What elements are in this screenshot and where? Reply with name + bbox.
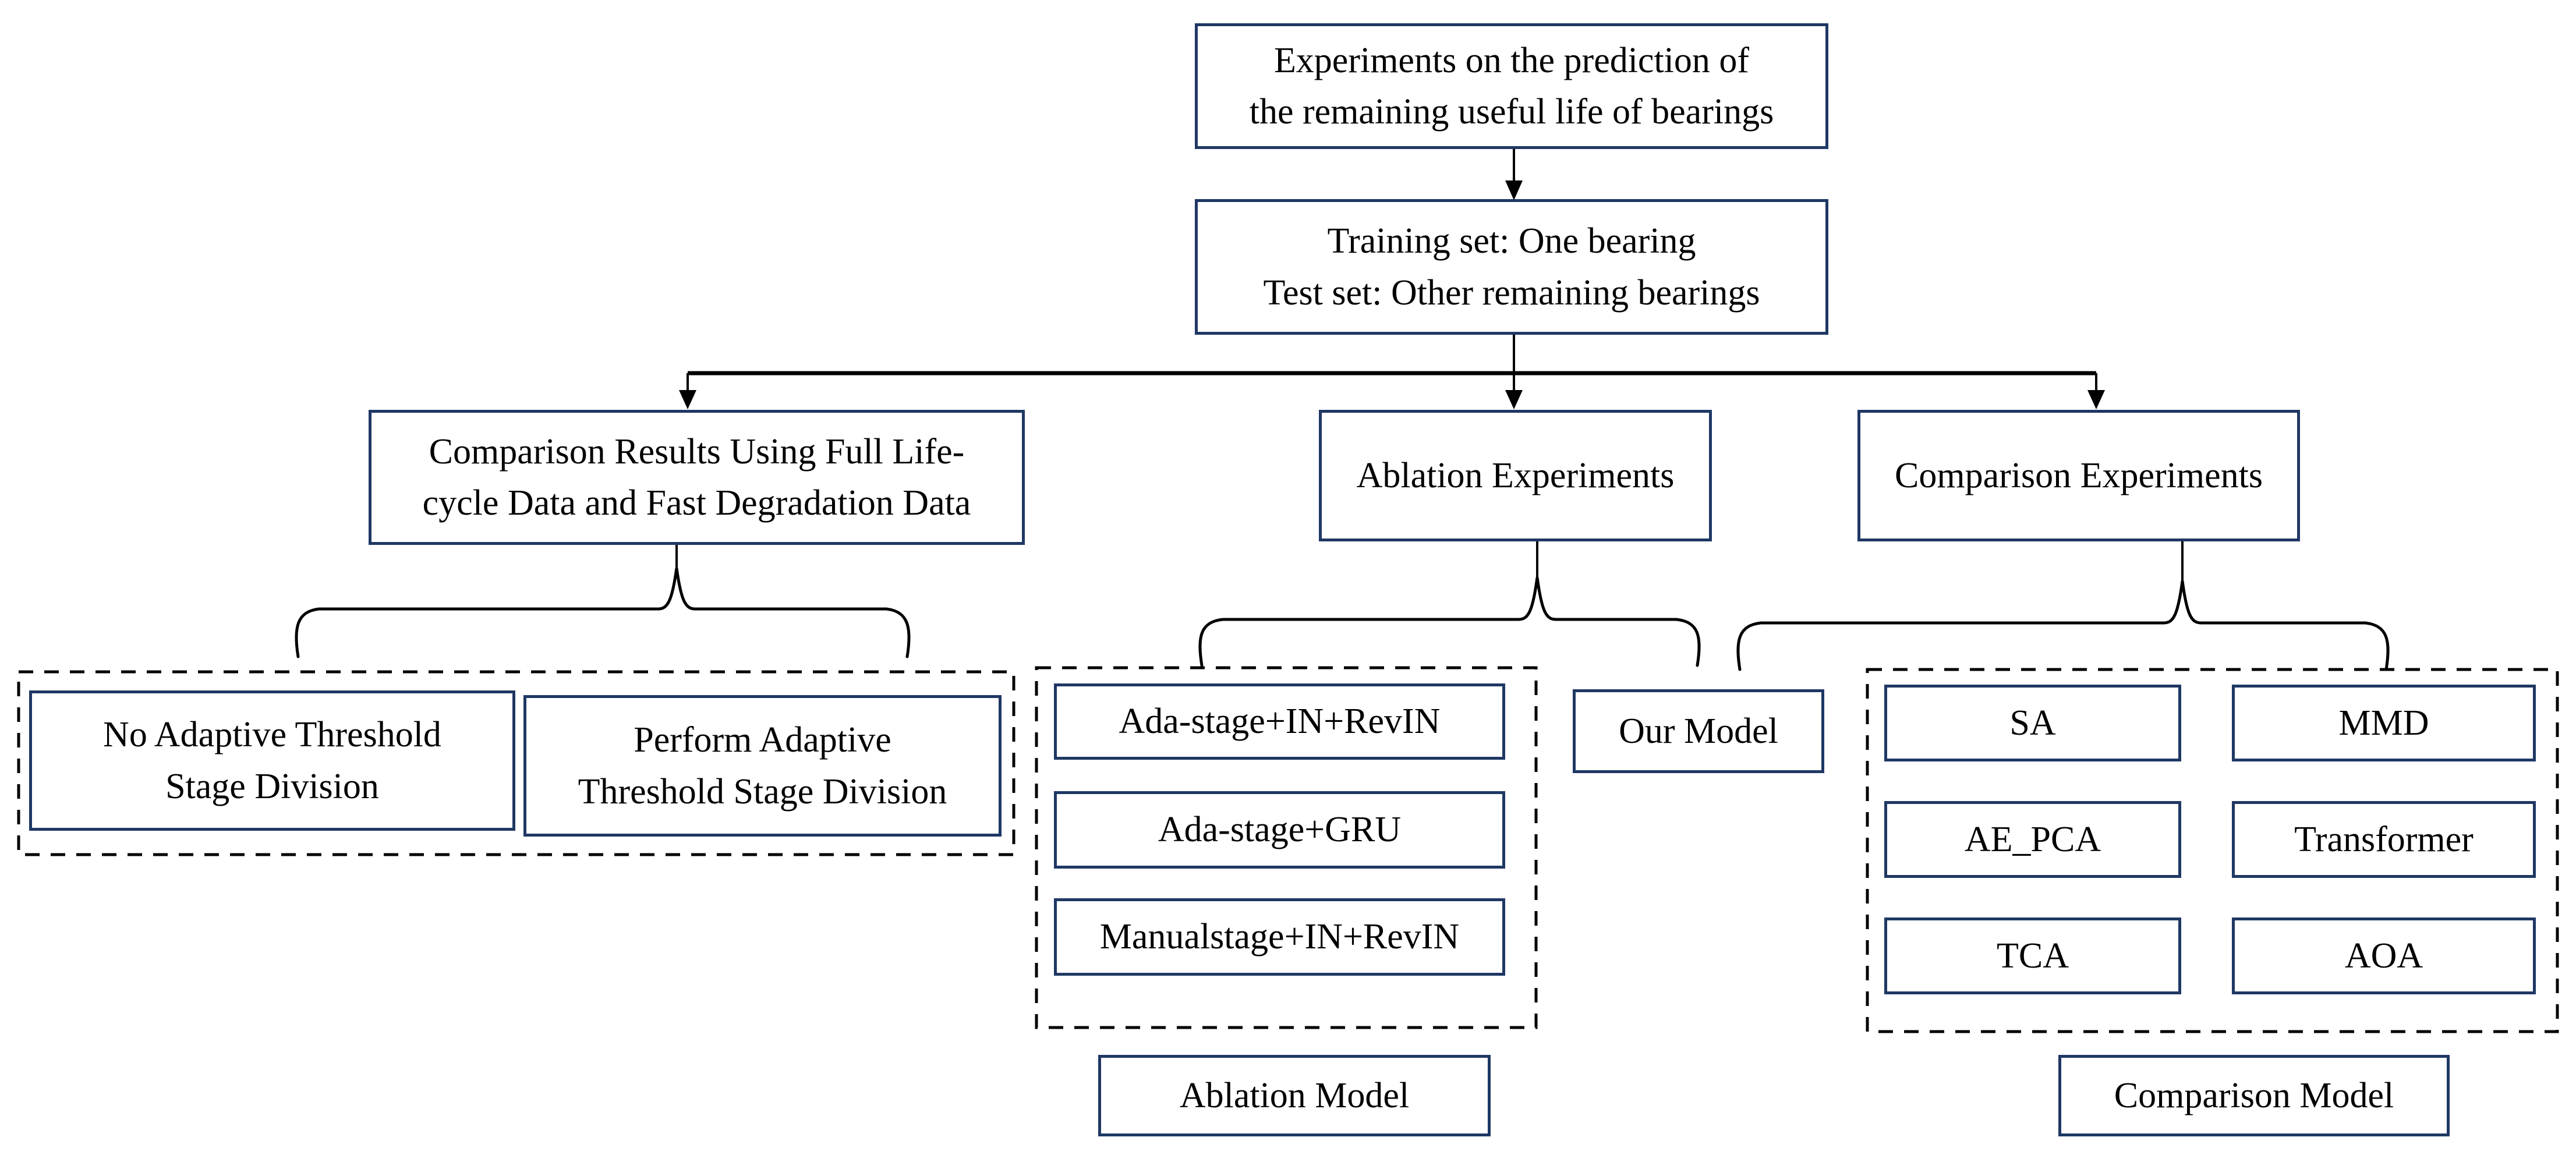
node-comparison-item-ae-pca: AE_PCA — [1884, 801, 2181, 878]
arrow-down-icon — [1505, 390, 1523, 409]
node-comparison-model-label: Comparison Model — [2058, 1055, 2450, 1136]
curly-brace-middle — [1198, 577, 1701, 667]
node-comparison-item-tca: TCA — [1884, 917, 2181, 994]
curly-brace-right — [1736, 580, 2390, 671]
curly-brace-left — [295, 568, 911, 658]
node-our-model: Our Model — [1573, 689, 1824, 773]
node-comparison-item-aoa: AOA — [2232, 917, 2536, 994]
arrow-down-icon — [2087, 390, 2105, 409]
node-comparison-item-sa: SA — [1884, 685, 2181, 761]
node-ablation-item-2: Ada-stage+GRU — [1054, 791, 1505, 869]
stage-division-group-outline — [17, 670, 1015, 856]
node-comparison-item-mmd: MMD — [2232, 685, 2536, 761]
node-no-adaptive-threshold: No Adaptive Threshold Stage Division — [29, 690, 515, 831]
node-dataset-setup: Training set: One bearing Test set: Othe… — [1195, 199, 1828, 335]
node-ablation-item-3: Manualstage+IN+RevIN — [1054, 898, 1505, 976]
node-comparison-item-transformer: Transformer — [2232, 801, 2536, 878]
node-perform-adaptive-threshold: Perform Adaptive Threshold Stage Divisio… — [523, 695, 1002, 837]
arrow-down-icon — [679, 390, 696, 409]
node-branch-comparison: Comparison Experiments — [1857, 410, 2300, 541]
node-root: Experiments on the prediction of the rem… — [1195, 23, 1828, 149]
arrow-down-icon — [1505, 180, 1523, 200]
ablation-group-outline — [1035, 666, 1538, 1029]
node-ablation-model-label: Ablation Model — [1098, 1055, 1491, 1136]
node-branch-ablation: Ablation Experiments — [1319, 410, 1712, 541]
node-ablation-item-1: Ada-stage+IN+RevIN — [1054, 683, 1505, 760]
comparison-group-outline — [1866, 668, 2559, 1033]
node-branch-full-lifecycle: Comparison Results Using Full Life- cycl… — [369, 410, 1025, 545]
